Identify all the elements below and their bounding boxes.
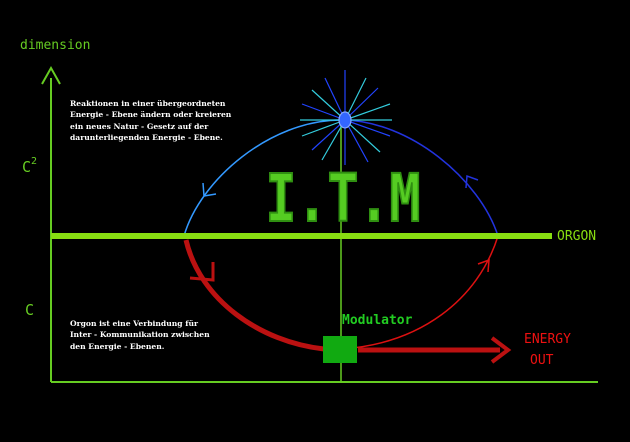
y-axis-arrowhead — [41, 65, 61, 85]
y-tick-c-squared: C2 — [22, 156, 37, 176]
note-lower: Orgon ist eine Verbindung für Inter - Ko… — [70, 319, 210, 351]
itm-title: I.T.M — [266, 160, 421, 237]
y-tick-exponent: 2 — [31, 156, 37, 167]
note-upper: Reaktionen in einer übergeordneten Energ… — [70, 99, 232, 142]
energy-out-line2: OUT — [530, 353, 554, 368]
upper-arc-left — [183, 119, 342, 237]
arc-left-arrow — [202, 182, 217, 197]
thick-red-path — [183, 239, 325, 352]
orgon-label: ORGON — [557, 229, 596, 244]
orgon-line — [51, 233, 552, 239]
lower-arc-arrow — [477, 258, 490, 273]
thick-red-arrow — [189, 262, 215, 282]
energy-out-arrowhead — [490, 336, 512, 364]
modulator-box — [323, 336, 357, 363]
lower-arc-right — [340, 235, 499, 350]
y-tick-c: C — [25, 301, 34, 319]
starburst — [300, 70, 392, 165]
upper-arc-right — [340, 119, 499, 237]
y-axis-label: dimension — [20, 38, 90, 53]
arc-right-arrow — [465, 174, 479, 189]
energy-out-line1: ENERGY — [524, 332, 571, 347]
modulator-label: Modulator — [342, 313, 413, 328]
